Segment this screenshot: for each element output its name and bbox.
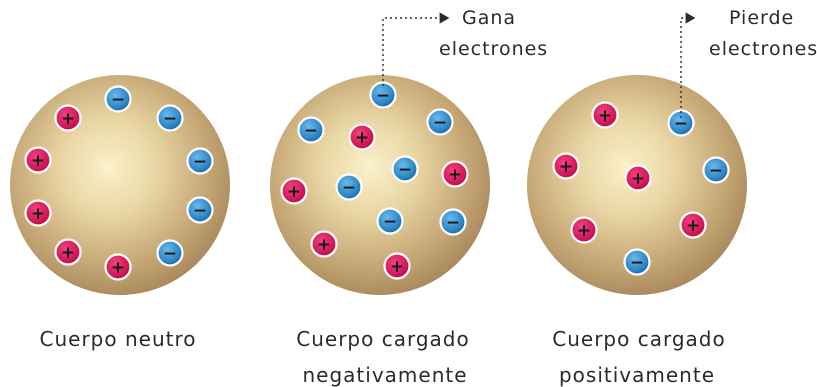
proton-symbol: + [355, 128, 369, 148]
proton-particle: + [280, 177, 308, 205]
proton-symbol: + [317, 235, 331, 255]
proton-particle: + [348, 123, 376, 151]
electron-symbol: − [383, 212, 397, 232]
electron-particle: − [439, 208, 467, 236]
electron-symbol: − [193, 201, 207, 221]
gain-annotation-line1: Gana [462, 7, 516, 29]
electron-particle: − [104, 85, 132, 113]
electron-symbol: − [111, 90, 125, 110]
proton-symbol: + [61, 243, 75, 263]
proton-particle: + [24, 199, 52, 227]
electron-particle: − [186, 196, 214, 224]
positive-particles: + + + + + − − − [552, 101, 730, 276]
proton-symbol: + [686, 216, 700, 236]
electron-particle: − [297, 116, 325, 144]
neutral-particles: + + + + + − − − − − [24, 85, 214, 281]
proton-symbol: + [598, 106, 612, 126]
lose-arrow [680, 12, 696, 118]
proton-symbol: + [559, 157, 573, 177]
electron-particle: − [156, 104, 184, 132]
electron-symbol: − [630, 253, 644, 273]
gain-arrow [382, 12, 450, 86]
proton-particle: + [441, 160, 469, 188]
proton-symbol: + [631, 169, 645, 189]
electron-symbol: − [304, 121, 318, 141]
negative-caption-line1: Cuerpo cargado [296, 327, 469, 351]
proton-particle: + [624, 164, 652, 192]
electron-particle: − [667, 109, 695, 137]
electron-symbol: − [163, 109, 177, 129]
positive-caption-line1: Cuerpo cargado [552, 327, 725, 351]
electron-particle: − [335, 173, 363, 201]
electron-symbol: − [446, 213, 460, 233]
proton-particle: + [310, 230, 338, 258]
proton-symbol: + [31, 204, 45, 224]
proton-particle: + [54, 238, 82, 266]
electron-symbol: − [342, 178, 356, 198]
proton-symbol: + [61, 109, 75, 129]
positive-caption-line2: positivamente [559, 363, 715, 387]
neutral-caption: Cuerpo neutro [40, 327, 197, 351]
electron-symbol: − [193, 152, 207, 172]
proton-symbol: + [31, 151, 45, 171]
electron-particle: − [702, 156, 730, 184]
negative-particles: + + + + + − − − − − − − [280, 81, 469, 280]
proton-symbol: + [577, 221, 591, 241]
proton-particle: + [54, 104, 82, 132]
negative-body: + + + + + − − − − − − − Gana electrones Cuerpo carg… [270, 7, 548, 387]
proton-particle: + [383, 252, 411, 280]
proton-particle: + [104, 253, 132, 281]
electron-particle: − [623, 248, 651, 276]
lose-annotation-line1: Pierde [729, 7, 794, 29]
electron-symbol: − [163, 244, 177, 264]
gain-annotation-line2: electrones [439, 38, 548, 60]
electron-particle: − [369, 81, 397, 109]
neutral-body: + + + + + − − − − − Cuerpo neutro [10, 75, 230, 351]
electron-particle: − [156, 239, 184, 267]
positive-body: + + + + + − − − Pierde electrones Cuerpo cargad… [527, 7, 817, 387]
proton-particle: + [552, 152, 580, 180]
proton-symbol: + [448, 165, 462, 185]
electron-symbol: − [674, 114, 688, 134]
proton-symbol: + [111, 258, 125, 278]
electron-symbol: − [398, 160, 412, 180]
proton-particle: + [570, 216, 598, 244]
proton-particle: + [591, 101, 619, 129]
negative-caption-line2: negativamente [302, 363, 467, 387]
electron-particle: − [376, 207, 404, 235]
electron-symbol: − [433, 113, 447, 133]
electron-symbol: − [376, 86, 390, 106]
electron-particle: − [186, 147, 214, 175]
electron-symbol: − [709, 161, 723, 181]
electron-particle: − [426, 108, 454, 136]
proton-particle: + [679, 211, 707, 239]
lose-annotation-line2: electrones [709, 38, 817, 60]
proton-particle: + [24, 146, 52, 174]
proton-symbol: + [287, 182, 301, 202]
proton-symbol: + [390, 257, 404, 277]
electron-particle: − [391, 155, 419, 183]
